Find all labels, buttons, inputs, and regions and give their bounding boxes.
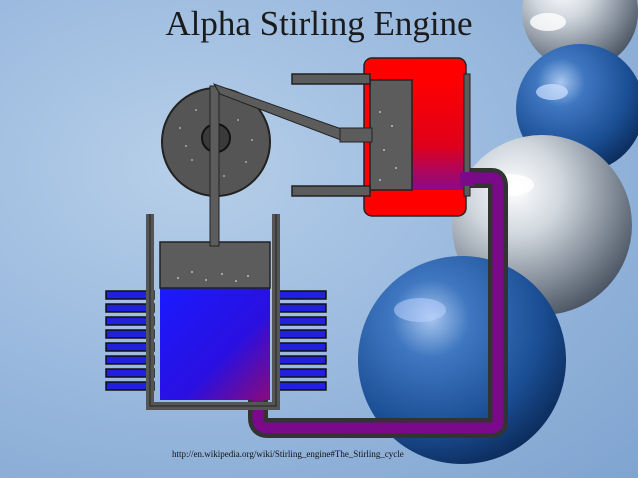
source-link[interactable]: http://en.wikipedia.org/wiki/Stirling_en… (172, 449, 404, 459)
hot-cylinder (291, 57, 471, 217)
slide-title: Alpha Stirling Engine (165, 4, 473, 43)
hot-piston (369, 79, 413, 191)
hot-gas-chamber (410, 78, 468, 190)
cold-gas-chamber (160, 288, 270, 400)
cold-piston (159, 241, 271, 289)
flywheel-assembly (161, 83, 373, 247)
cold-piston-rod (209, 85, 220, 247)
cold-cylinder (146, 214, 280, 410)
transfer-tube (248, 168, 508, 438)
